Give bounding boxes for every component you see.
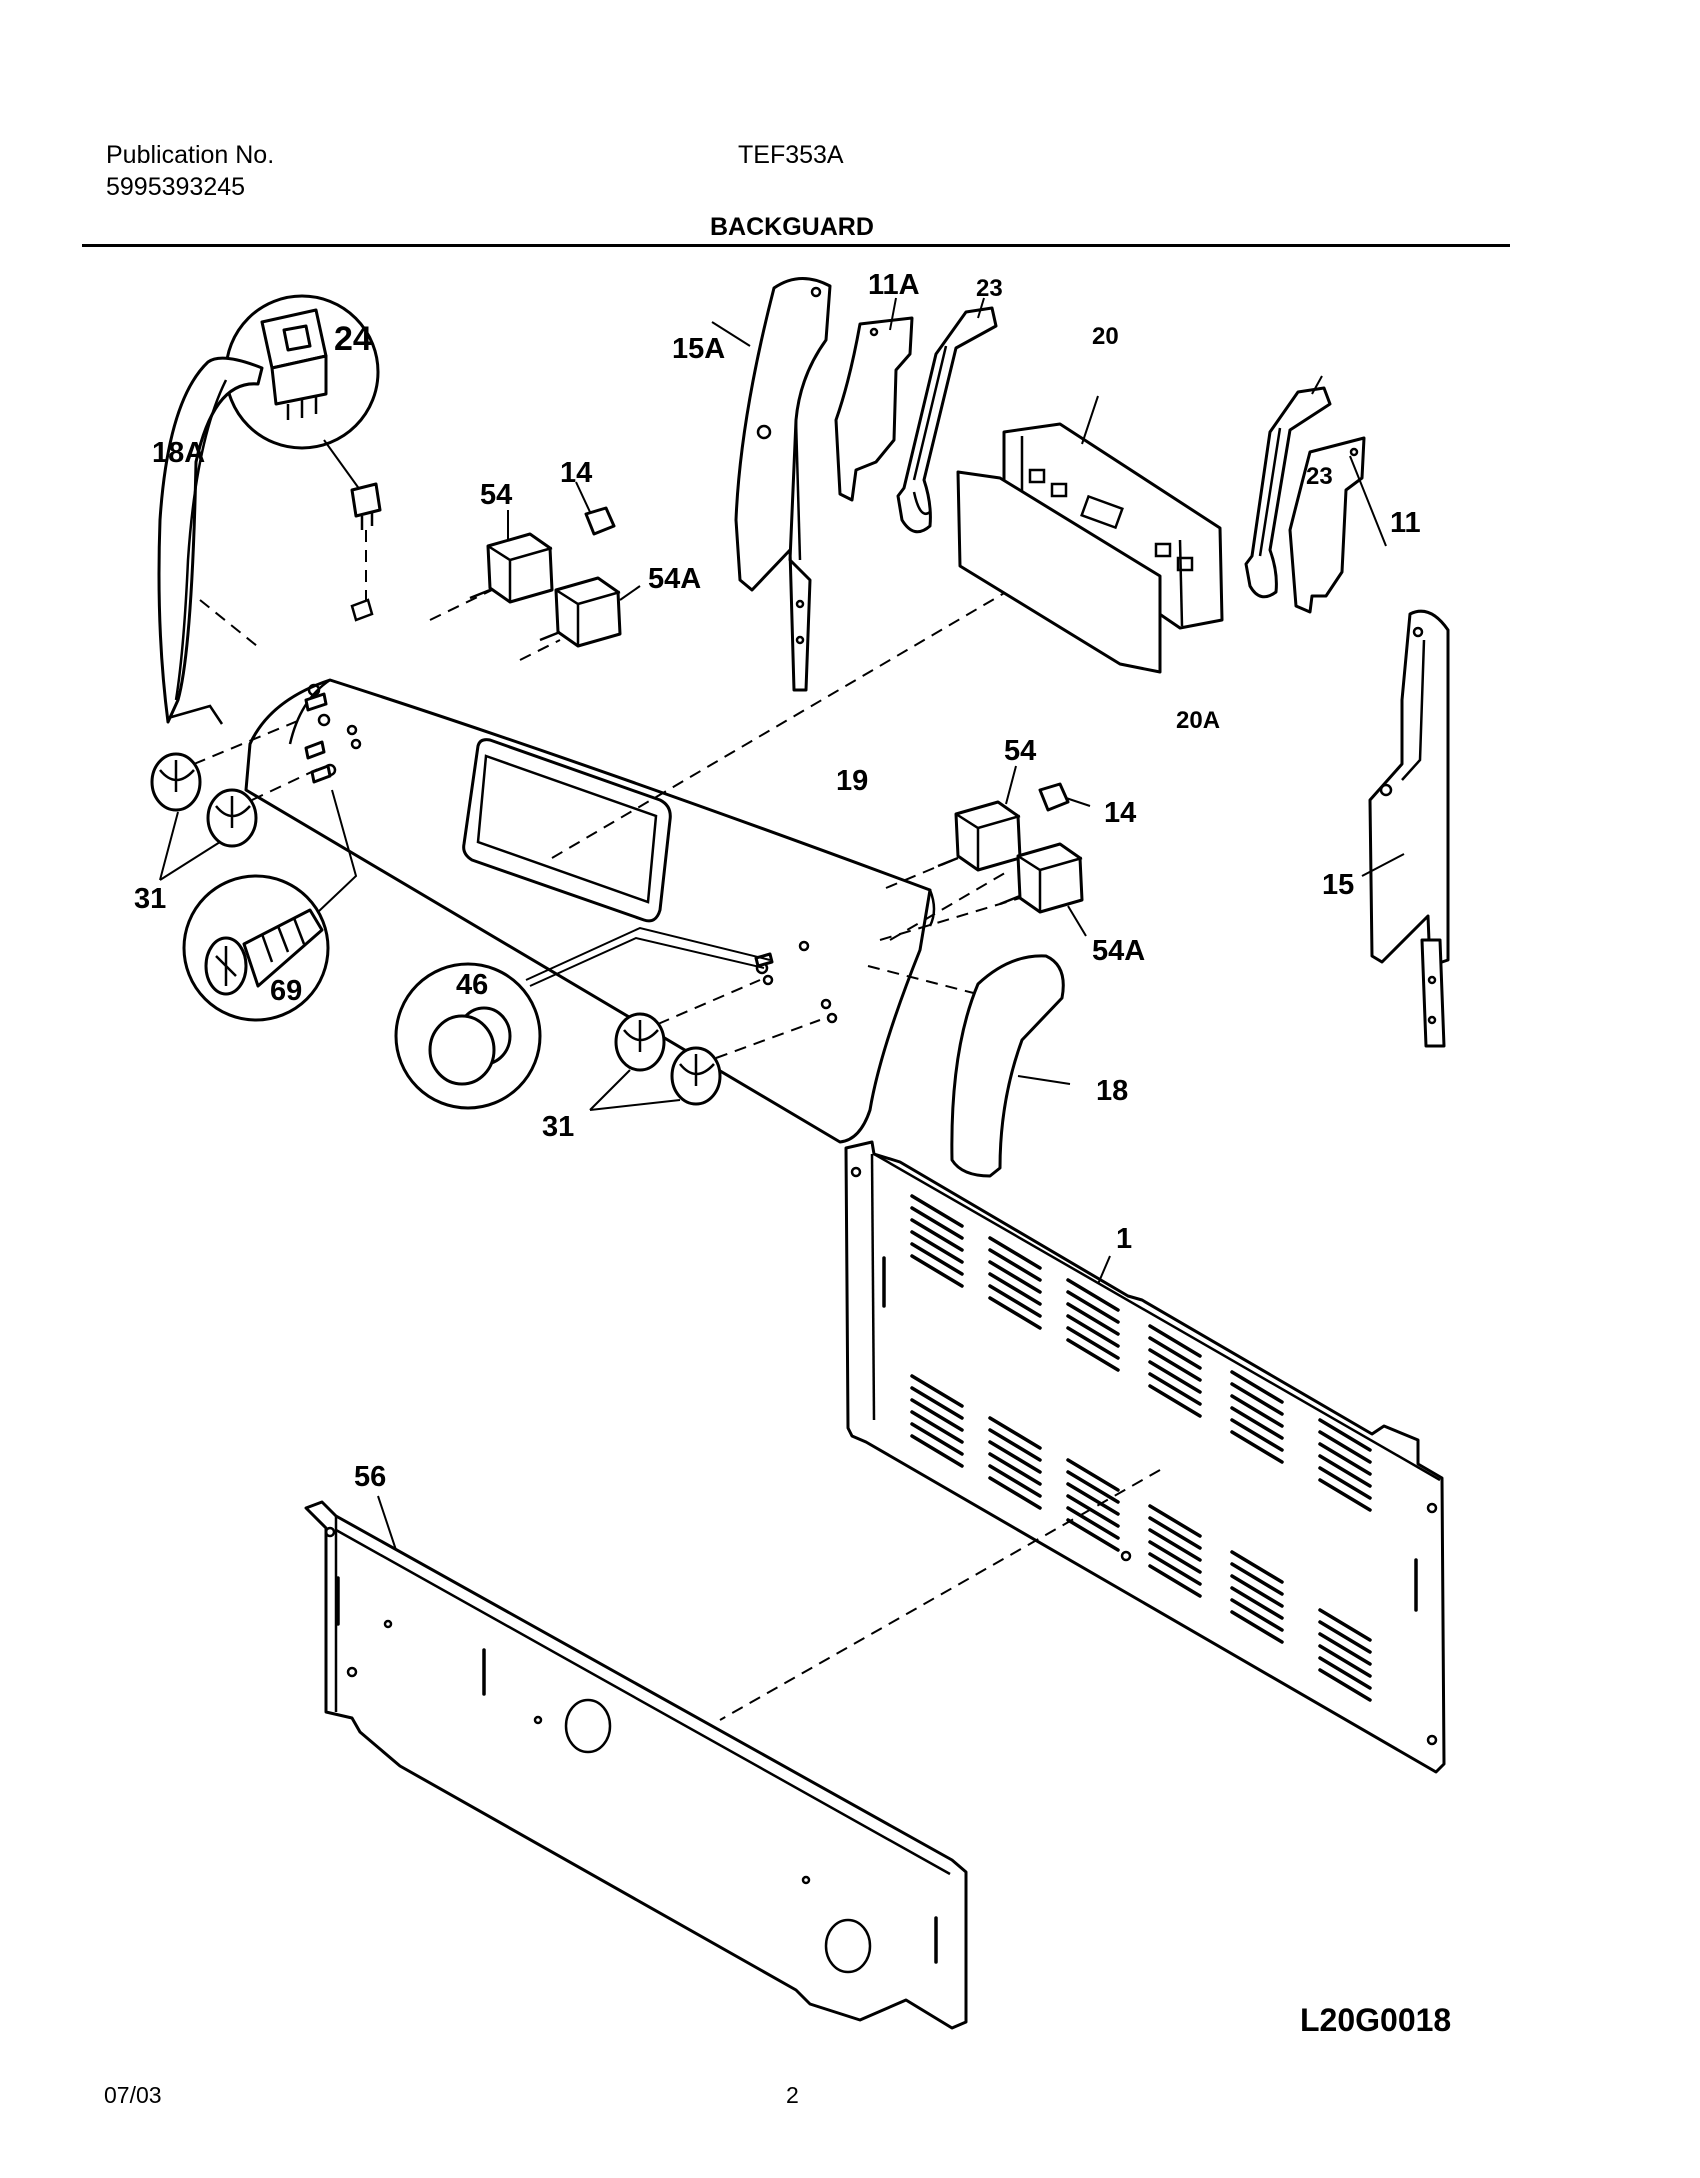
callout-54A-mid: 54A <box>1092 935 1145 967</box>
callout-19: 19 <box>836 765 868 797</box>
console-panel <box>244 577 1041 1144</box>
callout-15: 15 <box>1322 869 1354 901</box>
callout-14-mid: 14 <box>1104 797 1136 829</box>
callout-18A: 18A <box>152 437 205 469</box>
callout-11: 11 <box>1390 507 1421 539</box>
side-bracket-right <box>1361 609 1450 1048</box>
indicator-light-detail <box>394 926 771 1110</box>
header-rule <box>82 244 1510 247</box>
callout-31-bottom: 31 <box>542 1111 574 1143</box>
wire-bracket-top <box>896 297 998 534</box>
control-knobs-left <box>150 719 321 881</box>
callout-labels: 24 18A 54 14 54A 15A 11A 23 20 23 11 20A… <box>134 269 1421 1493</box>
footer-date: 07/03 <box>104 2082 162 2108</box>
end-cap-left <box>157 356 264 725</box>
callout-18: 18 <box>1096 1075 1128 1107</box>
callout-56: 56 <box>354 1461 386 1493</box>
callout-1: 1 <box>1116 1223 1132 1255</box>
callout-24: 24 <box>334 320 372 358</box>
callout-46: 46 <box>456 969 488 1001</box>
heat-shield-left <box>834 297 914 502</box>
infinite-switches-top <box>429 481 641 661</box>
callout-54A-top: 54A <box>648 563 701 595</box>
callout-54-top: 54 <box>480 479 512 511</box>
callout-20A: 20A <box>1176 707 1220 734</box>
callout-31-left: 31 <box>134 883 166 915</box>
rocker-switch <box>350 482 382 600</box>
infinite-switches-mid <box>879 765 1091 941</box>
control-knobs-bottom <box>589 979 821 1111</box>
footer-page-number: 2 <box>786 2082 799 2108</box>
screw-detail <box>182 789 358 1022</box>
louver-vents <box>910 1194 1372 1702</box>
model-number: TEF353A <box>738 141 844 169</box>
publication-number: 5995393245 <box>106 173 246 201</box>
end-cap-right <box>950 954 1071 1178</box>
callout-54-mid: 54 <box>1004 735 1036 767</box>
section-title: BACKGUARD <box>710 213 874 241</box>
side-bracket-left <box>711 277 832 692</box>
lower-trim-panel <box>304 1495 968 2030</box>
wire-bracket-right <box>1244 375 1332 599</box>
rocker-switch-detail <box>224 294 380 491</box>
callout-15A: 15A <box>672 333 725 365</box>
callout-23-right: 23 <box>1306 463 1333 490</box>
callout-20: 20 <box>1092 323 1119 350</box>
heat-shield-right <box>1288 436 1387 614</box>
callout-69: 69 <box>270 975 302 1007</box>
diagram-reference-code: L20G0018 <box>1300 2002 1452 2038</box>
callout-23-top: 23 <box>976 275 1003 302</box>
callout-14-top: 14 <box>560 457 592 489</box>
callout-11A: 11A <box>868 269 920 301</box>
publication-label: Publication No. <box>106 141 275 169</box>
rear-panel <box>719 1140 1446 1774</box>
electronic-control-board <box>956 395 1224 674</box>
